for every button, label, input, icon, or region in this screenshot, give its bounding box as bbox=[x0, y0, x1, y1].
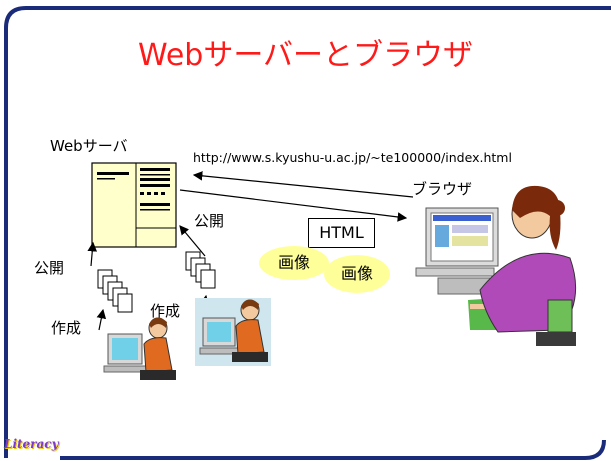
document-stack-icon bbox=[97, 269, 133, 313]
person-computer-icon bbox=[195, 298, 271, 366]
create-label-left: 作成 bbox=[51, 319, 82, 337]
create-label-right: 作成 bbox=[150, 302, 181, 320]
image-oval-2: 画像 bbox=[324, 255, 390, 293]
literacy-logo: Literacy bbox=[4, 437, 59, 451]
slide-title: Webサーバーとブラウザ bbox=[137, 38, 474, 73]
url-label: http://www.s.kyushu-u.ac.jp/~te100000/in… bbox=[193, 150, 512, 165]
create-arrow-left bbox=[96, 308, 107, 331]
person-computer-icon bbox=[103, 317, 176, 380]
browser-label: ブラウザ bbox=[412, 180, 473, 198]
response-arrow bbox=[179, 189, 408, 222]
html-file-box: HTML bbox=[308, 218, 375, 248]
publish-arrow-left bbox=[87, 241, 98, 267]
server-icon bbox=[91, 162, 177, 248]
publish-label-left: 公開 bbox=[34, 259, 65, 277]
browser-user-icon bbox=[415, 185, 577, 346]
slide-frame bbox=[4, 6, 611, 460]
publish-label-right: 公開 bbox=[194, 212, 225, 230]
publish-arrow-right bbox=[179, 225, 206, 257]
server-label: Webサーバ bbox=[50, 137, 128, 155]
document-stack-icon bbox=[185, 251, 216, 289]
image-oval-1: 画像 bbox=[259, 246, 329, 280]
request-arrow bbox=[192, 171, 414, 198]
